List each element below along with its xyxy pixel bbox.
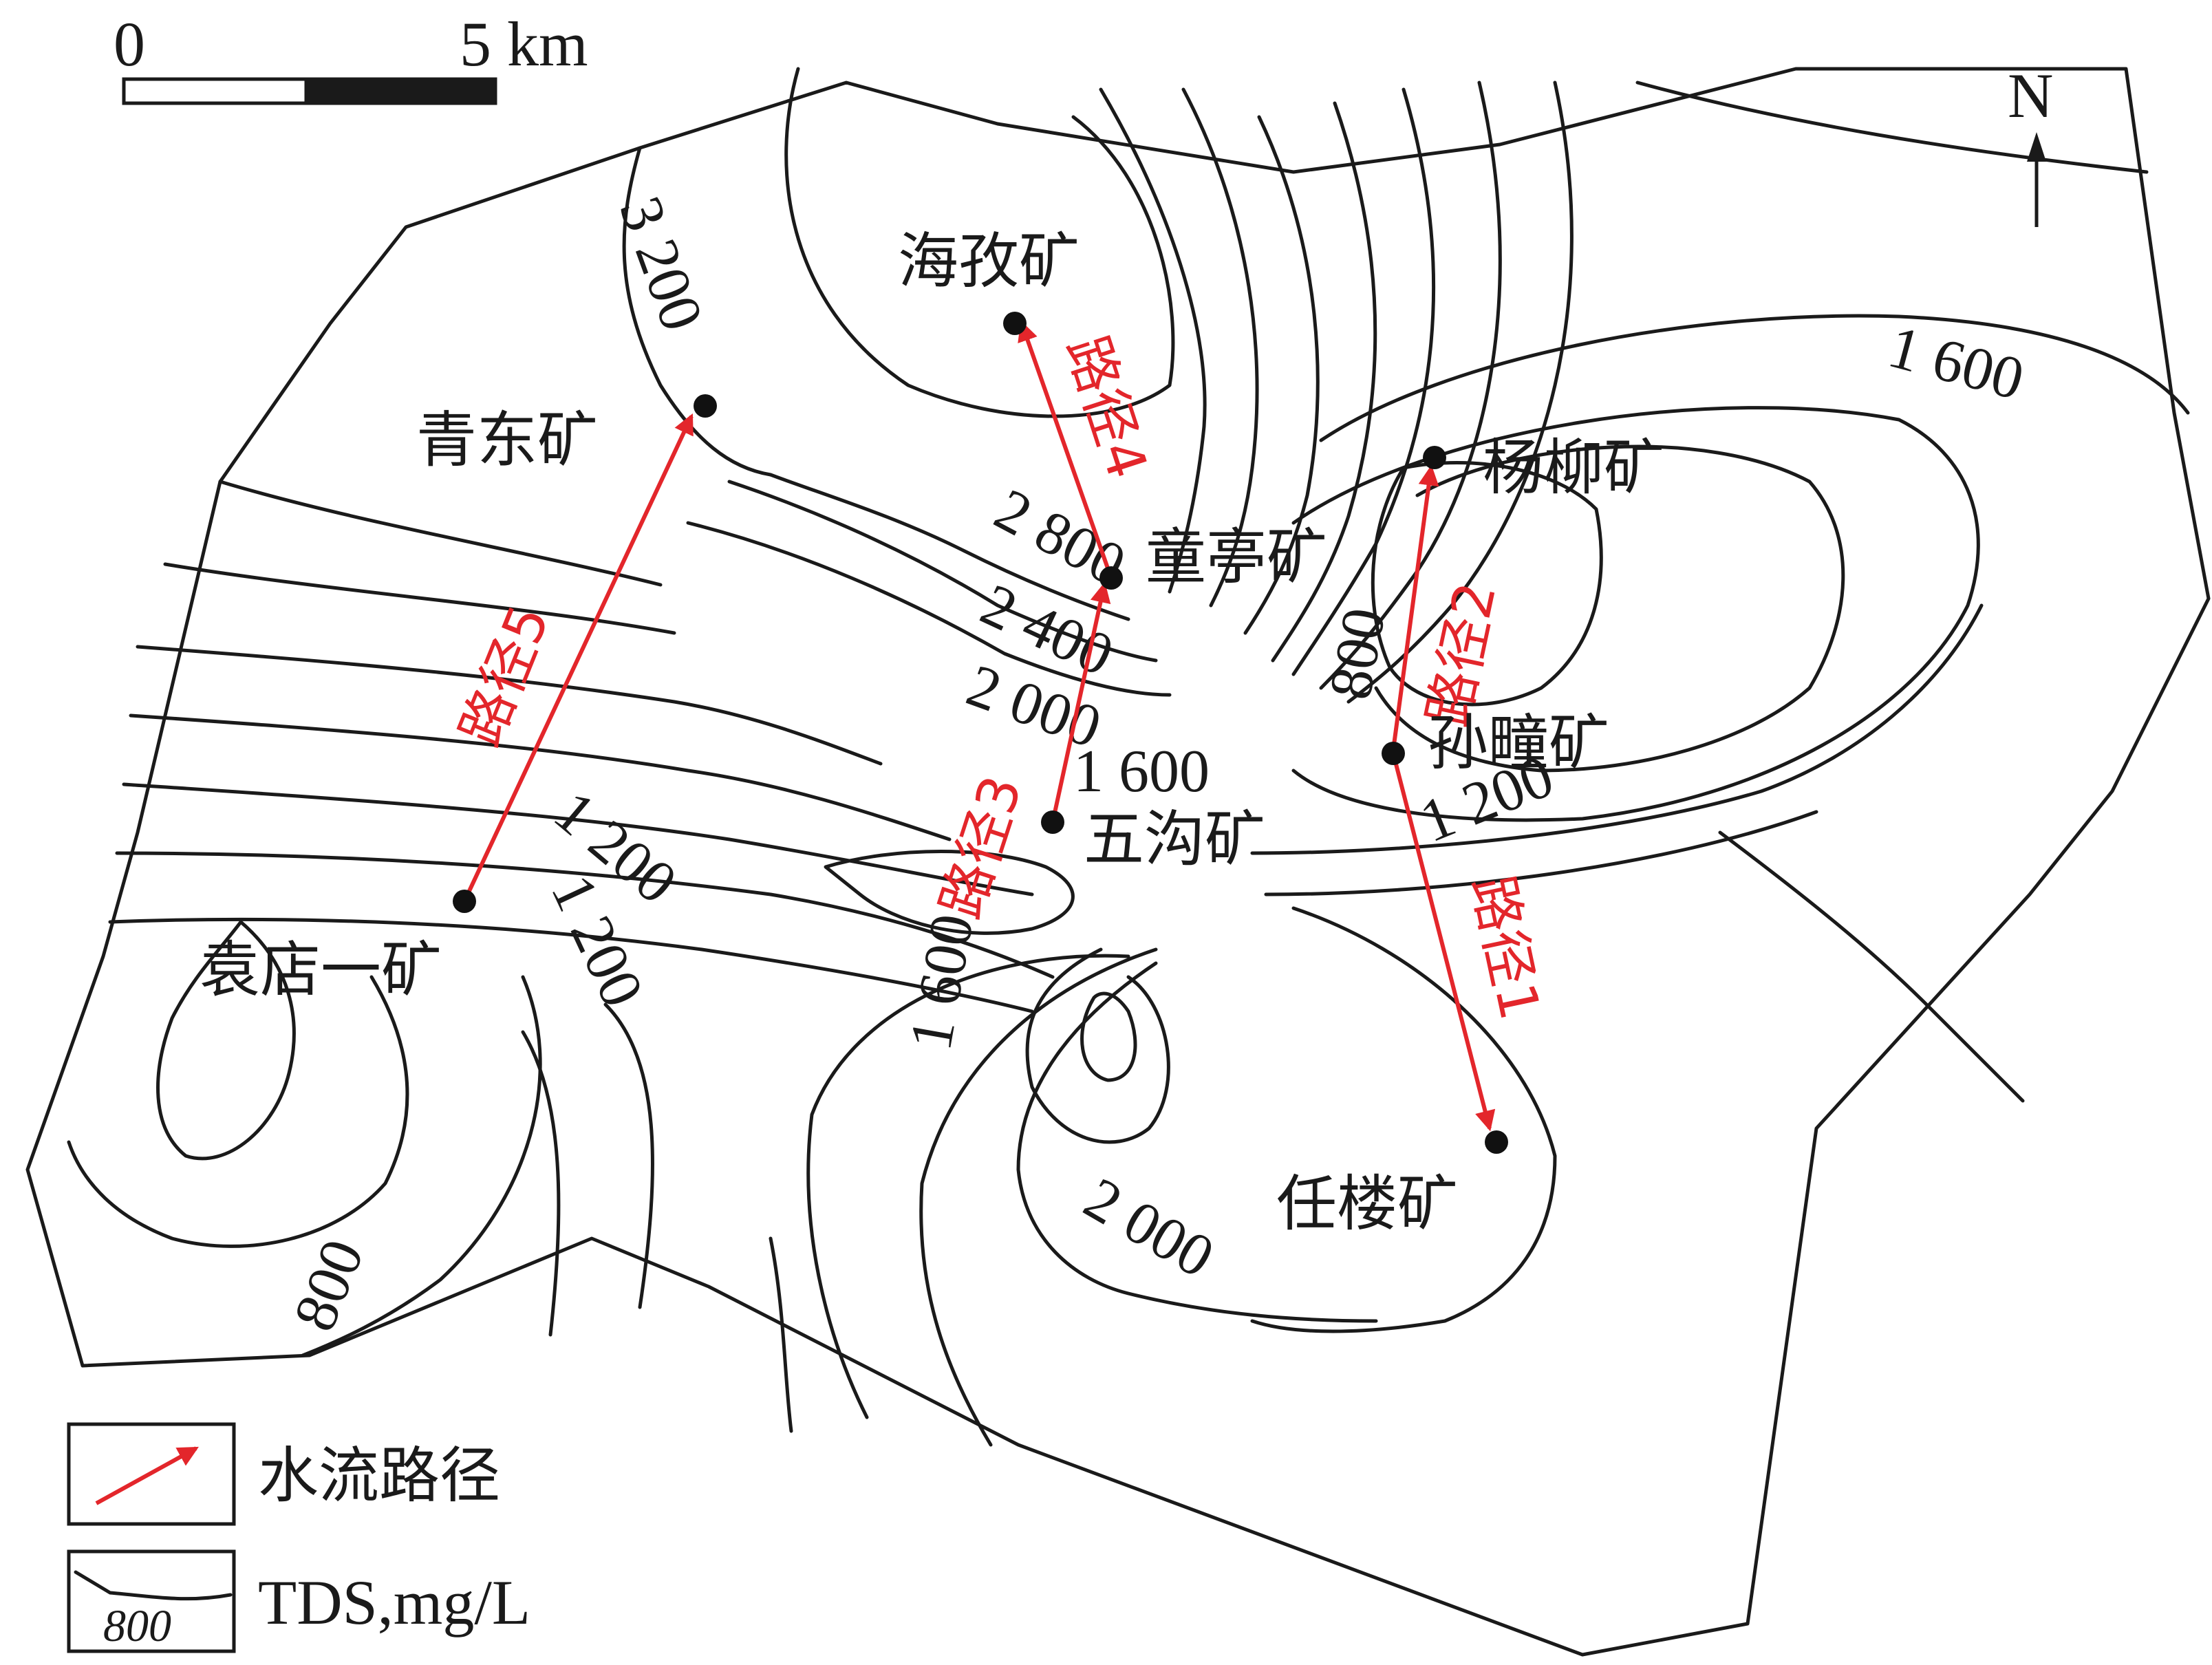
mine-marker <box>694 394 717 418</box>
mine-marker <box>1485 1130 1508 1154</box>
mine-label: 童亭矿 <box>1146 522 1327 592</box>
mine-marker <box>453 890 476 913</box>
flow-path-label-3: 路径3 <box>929 769 1035 926</box>
legend: 水流路径 800 TDS,mg/L <box>67 1422 530 1653</box>
mine-label: 海孜矿 <box>898 226 1080 297</box>
mine-marker <box>1423 446 1446 469</box>
contour-label: 3 200 <box>606 189 716 339</box>
north-label: N <box>2008 61 2053 131</box>
mine-label: 孙疃矿 <box>1428 707 1609 778</box>
contour-label: 1 600 <box>1073 738 1210 805</box>
legend-flow-arrow-icon <box>95 1446 199 1505</box>
mine-marker <box>1099 566 1123 590</box>
scale-bar-black-segment <box>304 77 497 105</box>
scale-bar: 0 5 km <box>114 9 588 105</box>
flow-paths: 路径1 路径2 路径3 路径4 路径5 <box>448 320 1552 1132</box>
mine-label: 青东矿 <box>416 405 598 475</box>
flow-path-5 <box>462 413 694 903</box>
contour-label: 800 <box>281 1231 377 1340</box>
mine-marker <box>1382 742 1405 765</box>
flow-path-1 <box>1391 753 1496 1132</box>
contour-label: 1 600 <box>897 910 987 1055</box>
mine-marker <box>1041 810 1064 834</box>
legend-tds-label: TDS,mg/L <box>258 1567 530 1637</box>
legend-tds-contour-icon <box>74 1570 233 1601</box>
contour-labels: 3 200 2 800 2 400 2 000 1 600 1 200 1 20… <box>281 189 2031 1340</box>
scale-bar-start-label: 0 <box>114 9 145 79</box>
contour-label: 2 000 <box>1073 1165 1225 1291</box>
contour-label: 800 <box>1317 603 1398 705</box>
mine-label: 任楼矿 <box>1276 1168 1458 1239</box>
mine-label: 袁店一矿 <box>200 934 442 1005</box>
scale-bar-white-segment <box>122 77 308 105</box>
mine-label: 五沟矿 <box>1084 804 1265 874</box>
mines: 海孜矿 青东矿 杨柳矿 童亭矿 孙疃矿 五沟矿 袁店一矿 任楼矿 <box>200 226 1664 1239</box>
mine-marker <box>1003 312 1027 335</box>
scale-bar-end-label: 5 km <box>460 9 588 79</box>
mine-label: 杨柳矿 <box>1483 432 1664 503</box>
flow-path-3 <box>1051 581 1111 823</box>
tds-contours <box>67 67 2190 1447</box>
north-arrow-icon: N <box>2008 61 2053 227</box>
flow-path-4 <box>1018 320 1113 579</box>
legend-tds-box <box>67 1549 236 1653</box>
flow-path-label-1: 路径1 <box>1459 870 1552 1026</box>
legend-flow-label: 水流路径 <box>258 1440 500 1511</box>
study-area-boundary <box>25 67 2211 1657</box>
legend-tds-sample-value: 800 <box>103 1601 171 1651</box>
flow-path-2 <box>1391 464 1439 751</box>
